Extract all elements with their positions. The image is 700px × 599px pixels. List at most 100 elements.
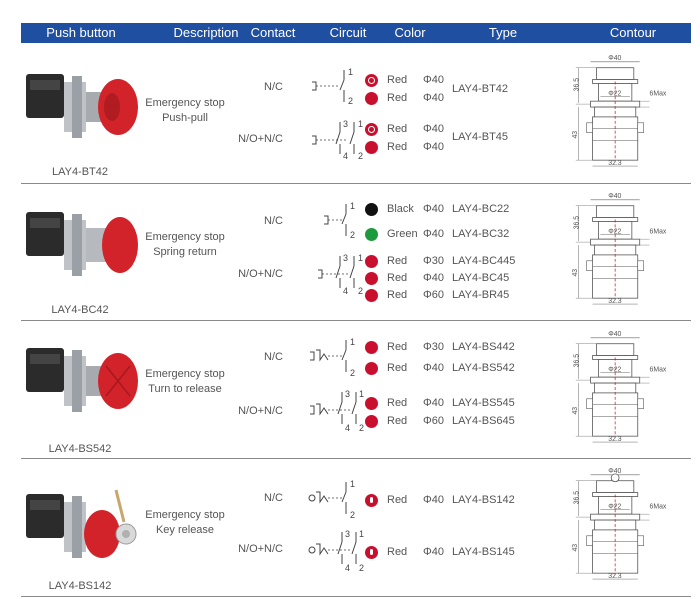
contact-nonc: N/O+N/C bbox=[238, 405, 283, 417]
header-color: Color bbox=[394, 25, 426, 40]
push-pull-button-image bbox=[26, 74, 138, 138]
red-ring-dot-icon bbox=[365, 122, 378, 136]
header-description: Description bbox=[173, 25, 239, 40]
contour-dim-6max: 6Max bbox=[650, 366, 667, 373]
model-label: LAY4-BS142 bbox=[48, 580, 112, 592]
circuit-nonc-symbol: 3 1 4 2 bbox=[318, 253, 363, 296]
type-code: LAY4-BT45 bbox=[452, 131, 509, 143]
type-code: LAY4-BR45 bbox=[452, 289, 510, 301]
type-code: LAY4-BS142 bbox=[452, 494, 515, 506]
red-dot-icon bbox=[365, 91, 378, 105]
color-option: Red Φ40 bbox=[365, 71, 453, 89]
description-line1: Emergency stop bbox=[145, 97, 225, 109]
model-label: LAY4-BS542 bbox=[48, 443, 112, 455]
diameter-label: Φ60 bbox=[423, 289, 445, 301]
circuit-terminal-1: 1 bbox=[359, 529, 364, 539]
diameter-label: Φ40 bbox=[423, 397, 445, 409]
row-divider bbox=[21, 320, 691, 321]
circuit-terminal-3: 3 bbox=[345, 389, 350, 399]
color-label: Red bbox=[387, 255, 408, 267]
model-label: LAY4-BT42 bbox=[51, 166, 109, 178]
color-label: Red bbox=[387, 74, 408, 86]
color-label: Green bbox=[387, 228, 418, 240]
circuit-nc-symbol: 1 2 bbox=[312, 67, 353, 106]
type-code: LAY4-BS542 bbox=[452, 362, 515, 374]
red-ring-dot-icon bbox=[365, 73, 378, 87]
diameter-label: Φ40 bbox=[423, 203, 445, 215]
red-dot-icon bbox=[365, 361, 378, 375]
header-circuit: Circuit bbox=[329, 25, 367, 40]
circuit-terminal-1: 1 bbox=[350, 201, 355, 211]
circuit-terminal-1: 1 bbox=[358, 119, 363, 129]
color-label: Red bbox=[387, 362, 408, 374]
description-line1: Emergency stop bbox=[145, 509, 225, 521]
diameter-label: Φ40 bbox=[423, 123, 445, 135]
circuit-terminal-4: 4 bbox=[345, 423, 350, 432]
red-dot-icon bbox=[365, 254, 378, 268]
contour-drawing: Φ40 Φ22 36.5 43 32.3 6Max bbox=[572, 55, 667, 167]
color-label: Red bbox=[387, 289, 408, 301]
contact-nonc: N/O+N/C bbox=[238, 543, 283, 555]
description: Emergency stop Turn to release bbox=[125, 367, 245, 397]
circuit-terminal-2: 2 bbox=[359, 563, 364, 572]
contour-dim-h43: 43 bbox=[572, 544, 579, 552]
black-dot-icon bbox=[365, 202, 378, 216]
row-divider bbox=[21, 596, 691, 597]
table-header: Push button Description Contact Circuit … bbox=[21, 23, 691, 43]
contour-drawing: Φ40 Φ22 36.5 43 32.3 6Max bbox=[572, 193, 667, 305]
color-option: Red Φ60 bbox=[365, 286, 453, 304]
model-label: LAY4-BC42 bbox=[51, 304, 109, 316]
circuit-terminal-2: 2 bbox=[350, 510, 355, 520]
circuit-terminal-1: 1 bbox=[359, 389, 364, 399]
contour-dim-6max: 6Max bbox=[650, 90, 667, 97]
type-code: LAY4-BS145 bbox=[452, 546, 515, 558]
contour-dim-d40: Φ40 bbox=[608, 193, 621, 200]
contour-dim-w323: 32.3 bbox=[608, 298, 622, 305]
color-option: Red Φ60 bbox=[365, 412, 453, 430]
red-dot-icon bbox=[365, 396, 378, 410]
diameter-label: Φ30 bbox=[423, 255, 445, 267]
circuit-nonc-symbol: 3 1 4 2 bbox=[312, 119, 363, 160]
contour-drawing: Φ40 Φ22 36.5 43 32.3 6Max bbox=[572, 468, 667, 580]
color-label: Red bbox=[387, 415, 408, 427]
header-type: Type bbox=[488, 25, 518, 40]
diameter-label: Φ40 bbox=[423, 546, 445, 558]
contour-drawing: Φ40 Φ22 36.5 43 32.3 6Max bbox=[572, 331, 667, 443]
color-label: Red bbox=[387, 341, 408, 353]
circuit-terminal-2: 2 bbox=[359, 423, 364, 432]
type-code: LAY4-BC32 bbox=[452, 228, 510, 240]
red-dot-icon bbox=[365, 414, 378, 428]
color-option: Green Φ40 bbox=[365, 225, 453, 243]
circuit-terminal-2: 2 bbox=[350, 368, 355, 378]
circuit-nc-symbol: 1 2 bbox=[310, 337, 355, 378]
description: Emergency stop Key release bbox=[125, 508, 245, 538]
contour-dim-w323: 32.3 bbox=[608, 160, 622, 167]
header-push-button: Push button bbox=[46, 25, 116, 40]
diameter-label: Φ40 bbox=[423, 272, 445, 284]
row-divider bbox=[21, 458, 691, 459]
circuit-terminal-1: 1 bbox=[348, 67, 353, 77]
green-dot-icon bbox=[365, 227, 378, 241]
circuit-terminal-1: 1 bbox=[350, 337, 355, 347]
diameter-label: Φ40 bbox=[423, 92, 445, 104]
color-label: Red bbox=[387, 141, 408, 153]
contour-dim-d22: Φ22 bbox=[608, 90, 621, 97]
color-label: Red bbox=[387, 546, 408, 558]
circuit-terminal-2: 2 bbox=[348, 96, 353, 106]
header-contour: Contour bbox=[609, 25, 657, 40]
circuit-terminal-2: 2 bbox=[350, 230, 355, 240]
contour-dim-h43: 43 bbox=[572, 407, 579, 415]
contour-dim-h365: 36.5 bbox=[574, 78, 581, 92]
red-dot-icon bbox=[365, 288, 378, 302]
diameter-label: Φ40 bbox=[423, 74, 445, 86]
type-code: LAY4-BS442 bbox=[452, 341, 515, 353]
diameter-label: Φ40 bbox=[423, 228, 445, 240]
color-label: Black bbox=[387, 203, 414, 215]
diameter-label: Φ60 bbox=[423, 415, 445, 427]
circuit-terminal-1: 1 bbox=[350, 479, 355, 489]
